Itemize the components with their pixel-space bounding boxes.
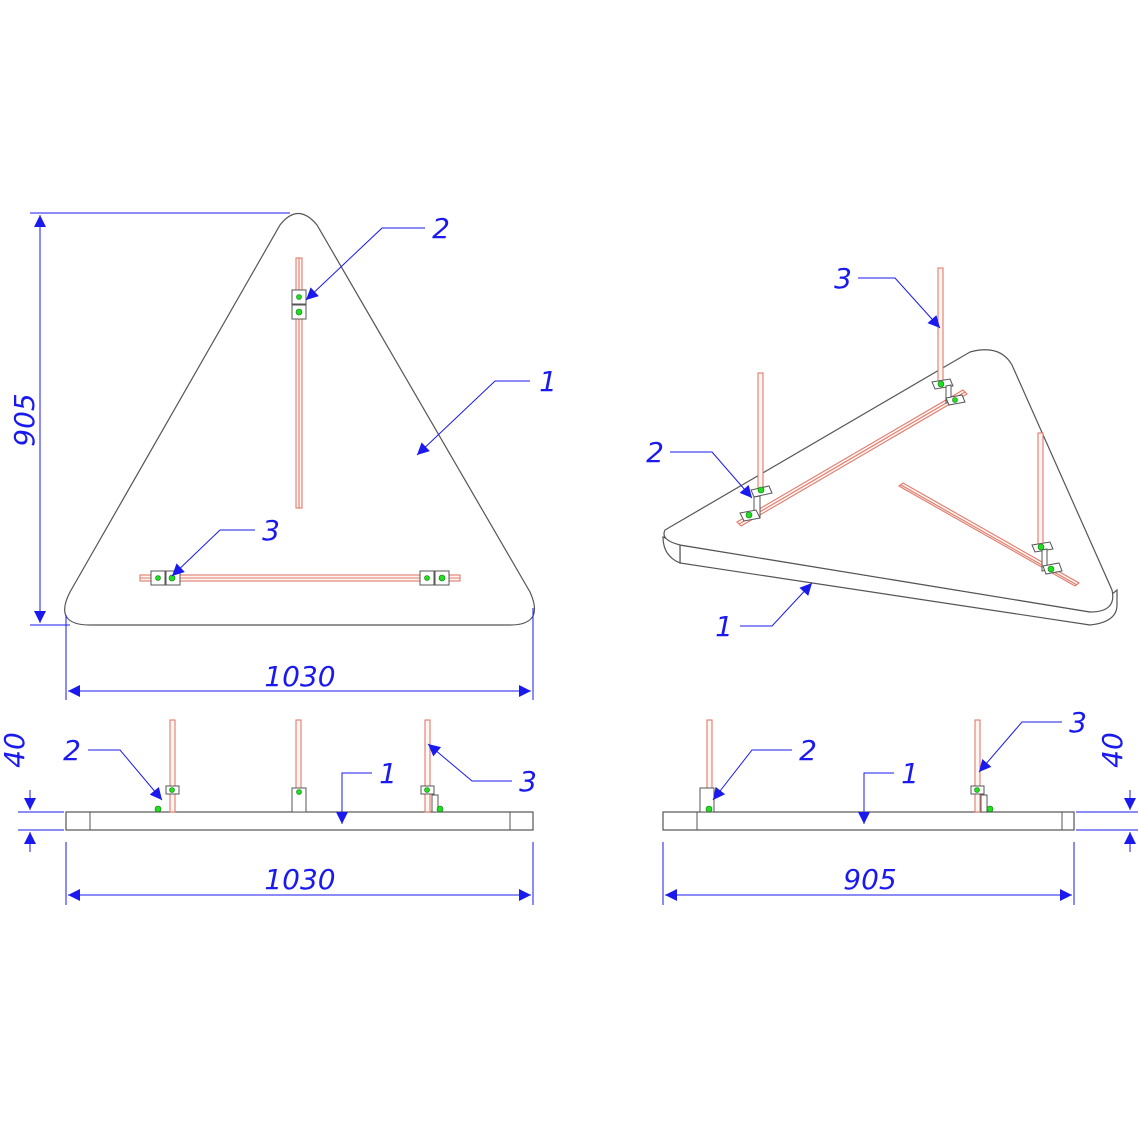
dim-label-1030: 1030 (264, 660, 335, 693)
svg-text:2: 2 (432, 212, 450, 245)
side-rod-left (706, 719, 713, 791)
svg-text:2: 2 (63, 734, 81, 767)
bracket-right (419, 570, 450, 586)
iso-callout-rod: 3 (834, 262, 941, 329)
callout-bracket: 2 (305, 212, 450, 301)
plate-top-face (663, 349, 1114, 613)
callout-rod: 3 (171, 514, 280, 577)
svg-text:1: 1 (901, 757, 919, 790)
callout-plate: 1 (416, 365, 557, 456)
dim-label-40: 40 (0, 732, 31, 768)
bracket-left (150, 570, 181, 586)
side-rod-right (974, 719, 981, 813)
side-callout-plate: 1 (858, 757, 919, 824)
iso-post-left (757, 372, 764, 494)
side-callout-bracket: 2 (712, 734, 817, 801)
svg-text:1: 1 (715, 610, 733, 643)
plate-edge (679, 544, 1118, 626)
svg-text:1: 1 (539, 365, 557, 398)
front-rod-center (295, 719, 302, 791)
front-callout-bracket: 2 (63, 734, 163, 801)
svg-text:3: 3 (519, 765, 537, 798)
front-dimension-width: 1030 (65, 842, 534, 905)
iso-bracket-back (931, 378, 966, 406)
isometric-view: 3 2 1 (646, 262, 1118, 643)
svg-text:3: 3 (1069, 706, 1087, 739)
dim-label-905: 905 (8, 393, 41, 446)
bracket-top (291, 289, 307, 320)
dim-label-40-side: 40 (1096, 732, 1129, 768)
svg-text:2: 2 (799, 734, 817, 767)
front-plate (65, 811, 534, 831)
front-bracket-right (420, 785, 444, 813)
side-bracket-right (970, 785, 994, 813)
iso-post-right (1037, 432, 1044, 552)
front-view: 40 1030 2 1 3 (0, 719, 537, 905)
side-dimension-width: 905 (662, 842, 1075, 905)
side-dimension-thickness: 40 (1076, 732, 1138, 852)
front-bracket-center (291, 787, 307, 813)
dim-label-905-side: 905 (843, 863, 896, 896)
svg-text:3: 3 (834, 262, 852, 295)
dim-label-1030-front: 1030 (264, 863, 335, 896)
iso-bracket-right (1031, 541, 1063, 575)
front-dimension-thickness: 40 (0, 732, 64, 852)
dimension-width: 1030 (65, 608, 534, 700)
svg-text:2: 2 (646, 436, 664, 469)
side-plate (662, 811, 1075, 831)
front-bracket-left (154, 785, 180, 813)
dimension-height: 905 (8, 212, 290, 626)
side-bracket-left (699, 787, 715, 813)
iso-callout-bracket: 2 (646, 436, 753, 499)
side-view: 40 905 2 1 3 (662, 706, 1138, 905)
front-rod-right (424, 719, 431, 813)
iso-callout-plate: 1 (715, 582, 813, 643)
front-rod-left (169, 719, 176, 813)
front-callout-rod: 3 (427, 743, 537, 798)
side-callout-rod: 3 (978, 706, 1087, 773)
front-callout-plate: 1 (336, 757, 397, 824)
svg-text:3: 3 (262, 514, 280, 547)
top-view: 905 1030 1 2 3 (8, 212, 557, 700)
iso-bracket-left (739, 485, 773, 522)
svg-text:1: 1 (379, 757, 397, 790)
